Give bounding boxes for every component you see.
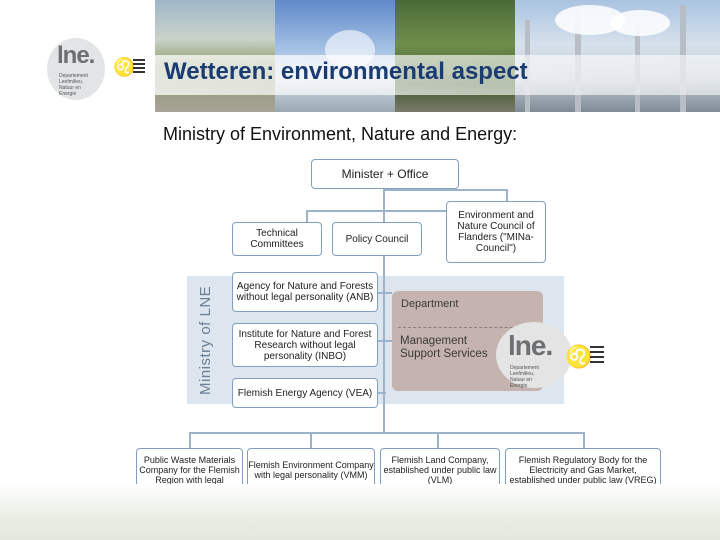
connector-line — [437, 432, 439, 448]
connector-line — [189, 432, 585, 434]
footer-band — [0, 484, 720, 540]
mina-council-box: Environment and Nature Council of Flande… — [446, 201, 546, 263]
connector-line — [378, 292, 392, 294]
ministry-label: Ministry of LNE — [197, 286, 214, 395]
inbo-box: Institute for Nature and Forest Research… — [232, 323, 378, 367]
logo-text: lne. — [57, 42, 94, 70]
logo-stripes — [133, 59, 145, 75]
inner-logo-text: lne. — [508, 330, 552, 362]
header-photo-banner — [155, 0, 720, 112]
connector-line — [306, 210, 308, 222]
minister-box: Minister + Office — [311, 159, 459, 189]
connector-line — [378, 340, 392, 342]
slide-title: Wetteren: environmental aspect — [164, 58, 528, 86]
department-lne-logo: lne. Departement Leefmilieu, Natuur en E… — [496, 322, 572, 388]
connector-line — [189, 432, 191, 448]
vea-box: Flemish Energy Agency (VEA) — [232, 378, 378, 408]
technical-committees-box: Technical Committees — [232, 222, 322, 256]
anb-box: Agency for Nature and Forests without le… — [232, 272, 378, 312]
connector-line — [383, 189, 508, 191]
connector-line — [583, 432, 585, 448]
lne-logo: lne. Departement Leefmilieu, Natuur en E… — [47, 38, 105, 100]
slide-subtitle: Ministry of Environment, Nature and Ener… — [163, 124, 517, 145]
department-label: Department — [401, 298, 458, 310]
logo-stripes — [590, 346, 604, 366]
connector-line — [310, 432, 312, 448]
flemish-lion-icon: ♌ — [565, 344, 592, 370]
policy-council-box: Policy Council — [332, 222, 422, 256]
connector-line — [378, 392, 386, 394]
logo-subtext: Departement Leefmilieu, Natuur en Energi… — [59, 73, 99, 97]
inner-logo-subtext: Departement Leefmilieu, Natuur en Energi… — [510, 365, 550, 389]
management-support-label: Management Support Services — [400, 335, 495, 361]
